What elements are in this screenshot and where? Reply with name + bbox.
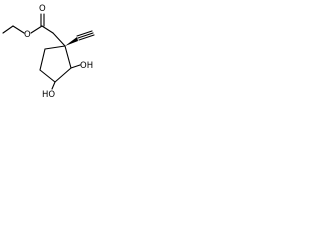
atom-label-ester-oxygen: O [24, 30, 31, 40]
bond-ring-c4-c5 [39, 48, 46, 71]
bond-ring-c1-c2 [64, 45, 72, 69]
bond-carbonyl-c-ch2 [41, 25, 54, 34]
bond-ring-c2-c3 [54, 67, 72, 83]
bond-ch2-ring-c1 [52, 32, 66, 47]
atom-label-hydroxyl-bottom: HO [42, 90, 55, 100]
atom-label-carbonyl-oxygen: O [39, 4, 46, 14]
bond-ethyl-ch2-o [12, 25, 25, 34]
bond-c2-hydroxyl [70, 64, 81, 69]
atom-label-hydroxyl-right: OH [80, 61, 93, 71]
bond-c3-hydroxyl [51, 81, 56, 90]
molecule-structure-diagram: O O OH HO [2, 4, 95, 100]
bond-ring-c3-c4 [39, 69, 56, 83]
bond-ethynyl-triple-1 [77, 32, 94, 39]
bond-ethynyl-triple-3 [78, 34, 95, 41]
bond-ethyl-ch3-ch2 [2, 25, 14, 34]
bond-ethynyl-triple-2 [76, 30, 93, 37]
bond-ring-c5-c1 [44, 45, 66, 50]
bond-ester-o-carbonyl-c [30, 25, 43, 34]
wedge-bond-ethynyl [65, 37, 78, 46]
